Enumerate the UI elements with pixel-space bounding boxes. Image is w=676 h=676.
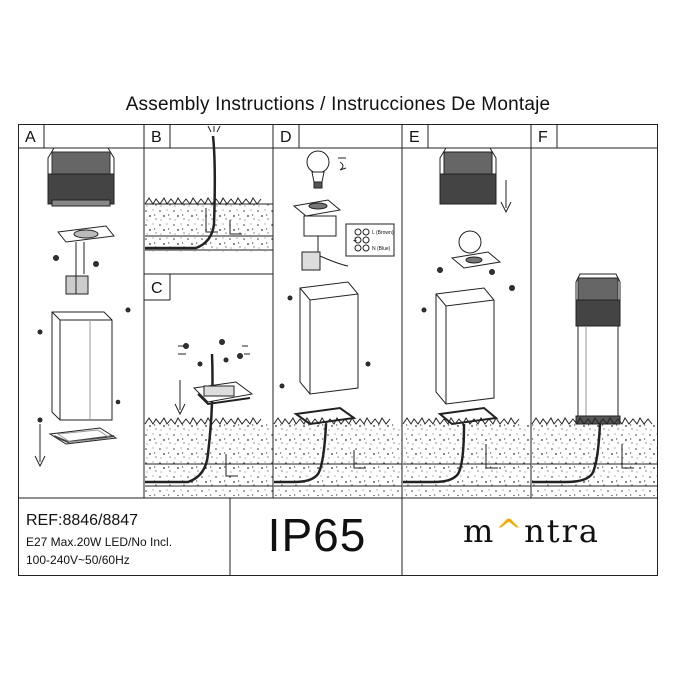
panel-label-c: C (151, 280, 163, 297)
assembly-diagram: A B C D E F (18, 124, 658, 576)
panel-c-base-install (144, 339, 273, 496)
panel-a-exploded-lamp (34, 147, 131, 468)
product-reference: REF:8846/8847 (26, 512, 139, 529)
brand-logo: m^ntra (405, 512, 658, 550)
document-title: Assembly Instructions / Instrucciones De… (125, 94, 551, 115)
wire-neutral-label: N (Blue) (372, 246, 391, 252)
brand-mark: ^ (495, 512, 525, 550)
wire-live-label: L (Brown) (372, 230, 394, 236)
instruction-frame (18, 124, 658, 576)
panel-e-head-assembly (402, 147, 531, 496)
panel-label-a: A (25, 129, 36, 146)
panel-f-installed-lamp (531, 273, 658, 496)
panel-label-d: D (280, 129, 292, 146)
wire-earth-label: ⏚ (352, 237, 358, 244)
spec-voltage: 100-240V~50/60Hz (26, 553, 130, 567)
ip-rating: IP65 (267, 509, 367, 561)
panel-label-f: F (538, 129, 548, 146)
panel-label-b: B (151, 129, 162, 146)
brand-suffix: ntra (524, 512, 600, 550)
panel-d-wiring: L (Brown) ⏚ N (Blue) (273, 150, 402, 496)
spec-power: E27 Max.20W LED/No Incl. (26, 535, 173, 549)
brand-prefix: m (463, 512, 496, 550)
panel-label-e: E (409, 129, 420, 146)
panel-b-cable-in-ground (144, 125, 273, 252)
